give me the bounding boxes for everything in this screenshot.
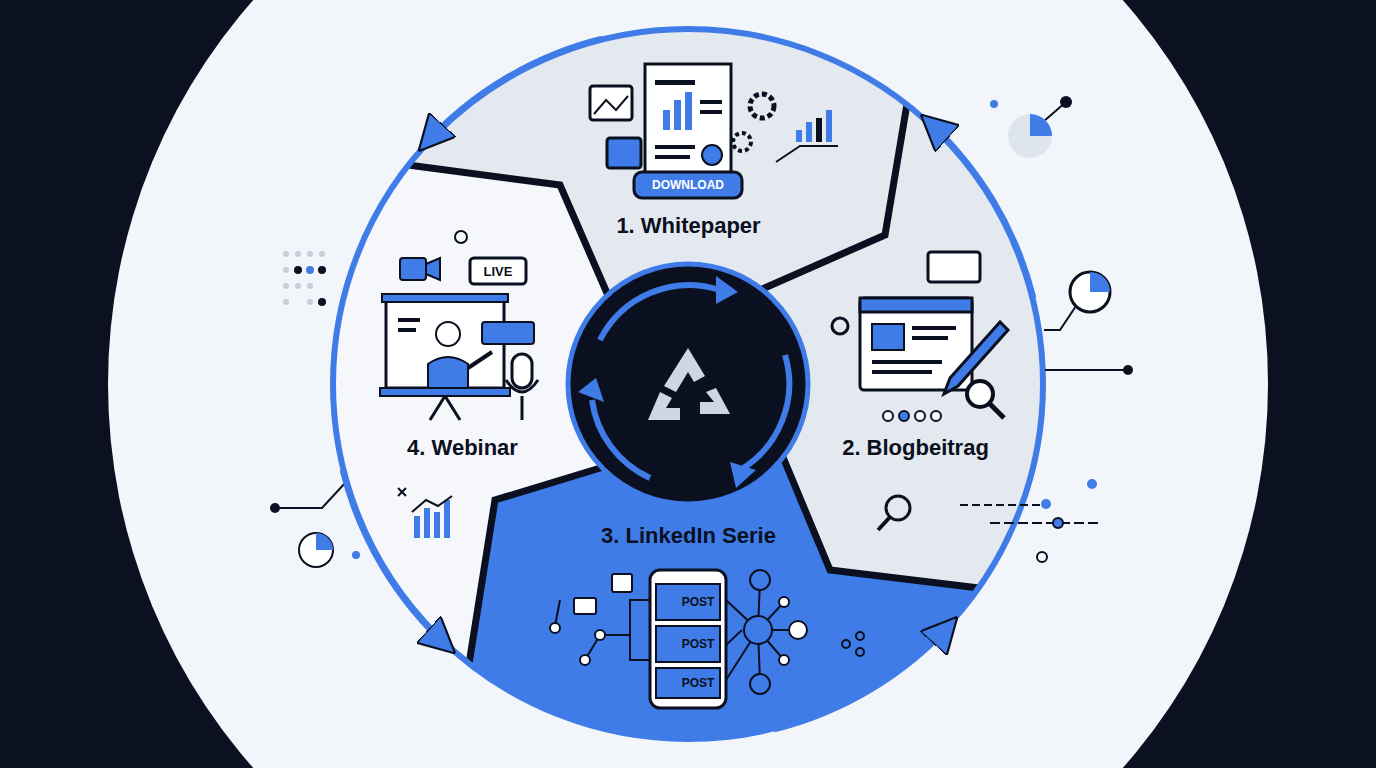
document-icon [590, 64, 838, 198]
phone-icon [550, 570, 864, 708]
cycle-segment: 3. LinkedIn Serie [593, 519, 784, 553]
segment-title: 3. LinkedIn Serie [601, 523, 776, 549]
cycle-arrow [774, 622, 953, 729]
segment-title: 4. Webinar [407, 435, 518, 461]
icon-label: POST [682, 637, 715, 651]
recycle-icon [648, 348, 730, 420]
cycle-arrow [423, 39, 602, 146]
cycle-segment: 2. Blogbeitrag [834, 431, 997, 465]
segment-title: 2. Blogbeitrag [842, 435, 989, 461]
cycle-arrows [592, 285, 789, 478]
cycle-arrowheads [578, 276, 756, 488]
cycle-segment: 1. Whitepaper [608, 209, 769, 243]
icon-label: POST [682, 595, 715, 609]
center-hub [568, 264, 808, 504]
segment-title: 1. Whitepaper [616, 213, 760, 239]
decorations [270, 96, 1133, 567]
ring [333, 29, 1043, 739]
cycle-arrow [926, 119, 1033, 298]
backdrop-circle [108, 0, 1268, 768]
cycle-arrow [343, 470, 450, 648]
icon-label: DOWNLOAD [652, 178, 724, 192]
browser-icon [832, 252, 1008, 530]
presenter-icon [380, 231, 538, 538]
icon-label: POST [682, 676, 715, 690]
cycle-segment: 4. Webinar [399, 431, 526, 465]
icon-label: LIVE [484, 264, 513, 279]
